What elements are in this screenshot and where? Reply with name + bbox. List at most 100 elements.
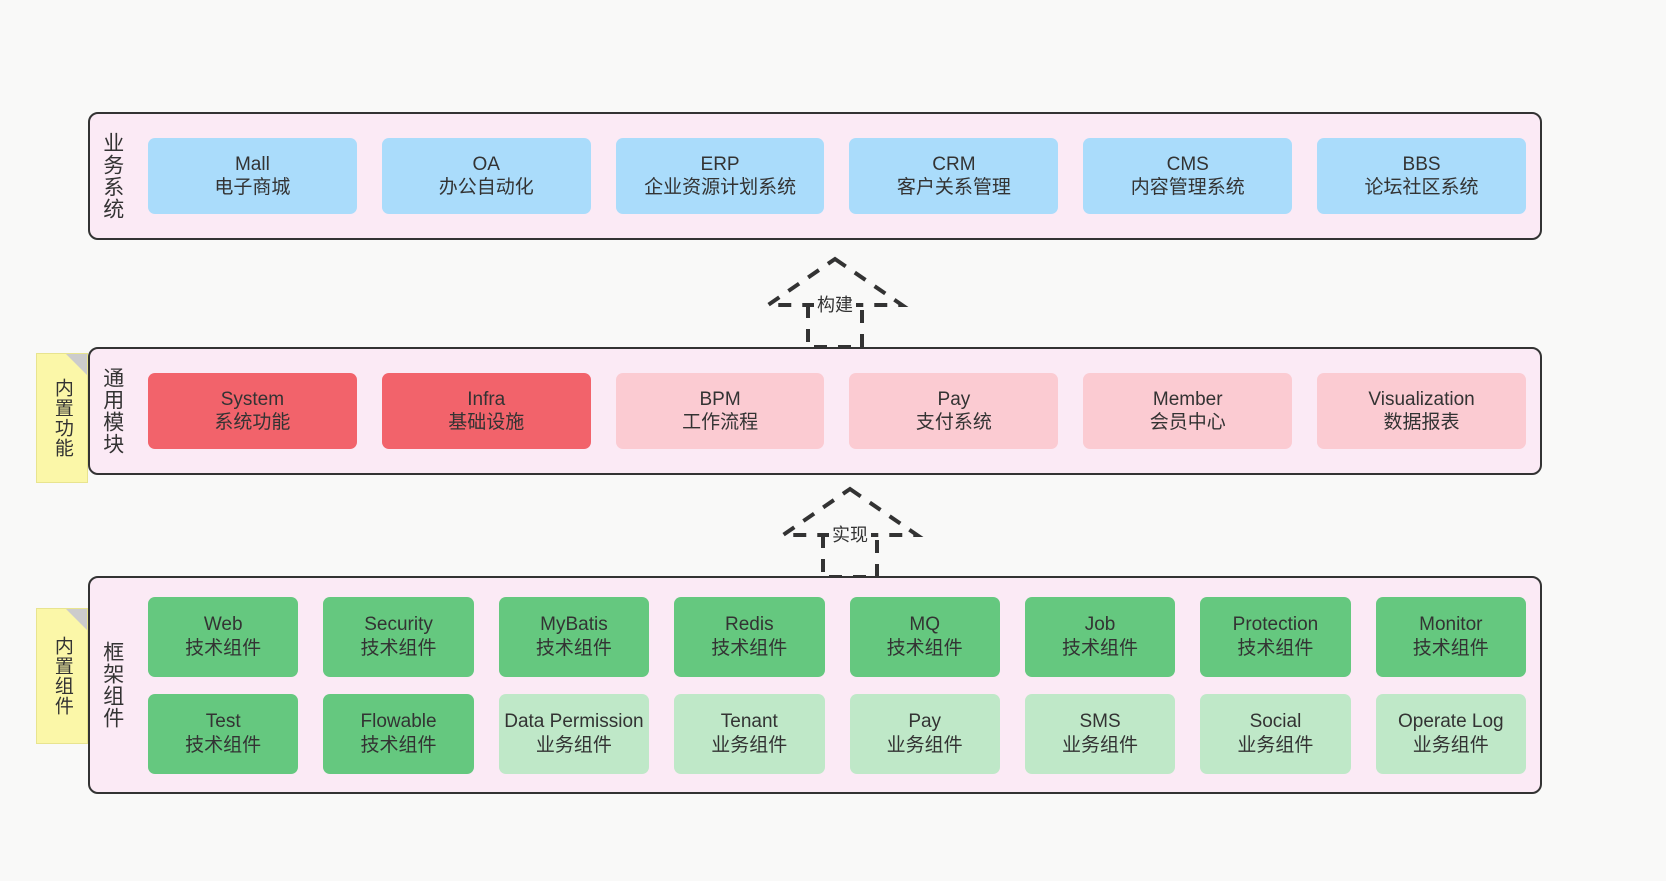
card-system-cn: 系统功能: [214, 412, 291, 433]
framework-component-layer: 框架组件 Web 技术组件 Security 技术组件 MyBatis 技术组件…: [88, 576, 1542, 794]
card-data-permission-en: Data Permission: [504, 711, 644, 733]
card-mq[interactable]: MQ 技术组件: [849, 596, 1000, 677]
card-crm[interactable]: CRM 客户关系管理: [849, 138, 1059, 214]
card-job[interactable]: Job 技术组件: [1024, 596, 1176, 677]
sticky-note-builtin-component: 内置组件: [36, 608, 88, 744]
card-oa-cn: 办公自动化: [438, 177, 534, 198]
card-flowable-en: Flowable: [360, 711, 437, 733]
card-cms[interactable]: CMS 内容管理系统: [1083, 138, 1293, 214]
card-data-permission-cn: 业务组件: [535, 734, 612, 756]
connector-implement: 实现: [775, 483, 925, 579]
card-job-en: Job: [1084, 614, 1116, 636]
card-erp-en: ERP: [700, 153, 740, 175]
card-test-en: Test: [205, 711, 241, 733]
business-layer-title: 业务系统: [100, 132, 124, 220]
card-visualization-en: Visualization: [1368, 388, 1475, 410]
card-operate-log[interactable]: Operate Log 业务组件: [1375, 693, 1526, 774]
card-operate-log-en: Operate Log: [1397, 711, 1504, 733]
card-monitor[interactable]: Monitor 技术组件: [1375, 596, 1526, 677]
card-flowable-cn: 技术组件: [360, 734, 437, 756]
card-operate-log-cn: 业务组件: [1412, 734, 1489, 756]
card-pay-module-en: Pay: [937, 388, 971, 410]
card-crm-en: CRM: [932, 153, 976, 175]
card-oa[interactable]: OA 办公自动化: [381, 138, 591, 214]
framework-card-row-2: Test 技术组件 Flowable 技术组件 Data Permission …: [148, 693, 1526, 774]
card-social-en: Social: [1249, 711, 1302, 733]
card-mall-en: Mall: [234, 153, 270, 175]
card-pay-component-en: Pay: [908, 711, 942, 733]
card-erp-cn: 企业资源计划系统: [644, 177, 797, 198]
card-pay-component[interactable]: Pay 业务组件: [849, 693, 1000, 774]
card-mq-en: MQ: [909, 614, 940, 636]
card-protection-en: Protection: [1232, 614, 1319, 636]
module-layer-title: 通用模块: [100, 367, 124, 455]
card-job-cn: 技术组件: [1062, 637, 1139, 659]
card-mybatis-cn: 技术组件: [535, 637, 612, 659]
card-mybatis[interactable]: MyBatis 技术组件: [498, 596, 650, 677]
card-monitor-en: Monitor: [1419, 614, 1483, 636]
card-bpm[interactable]: BPM 工作流程: [615, 373, 825, 449]
card-pay-module-cn: 支付系统: [915, 412, 992, 433]
card-cms-en: CMS: [1166, 153, 1209, 175]
card-redis[interactable]: Redis 技术组件: [674, 596, 825, 677]
card-web[interactable]: Web 技术组件: [148, 596, 299, 677]
card-sms-en: SMS: [1079, 711, 1121, 733]
card-web-cn: 技术组件: [185, 637, 262, 659]
card-mall[interactable]: Mall 电子商城: [148, 138, 357, 214]
card-data-permission[interactable]: Data Permission 业务组件: [498, 693, 650, 774]
card-sms-cn: 业务组件: [1062, 734, 1139, 756]
card-pay-module[interactable]: Pay 支付系统: [849, 373, 1059, 449]
card-redis-cn: 技术组件: [711, 637, 788, 659]
card-member[interactable]: Member 会员中心: [1083, 373, 1293, 449]
framework-layer-body: Web 技术组件 Security 技术组件 MyBatis 技术组件 Redi…: [134, 578, 1540, 792]
card-test-cn: 技术组件: [185, 734, 262, 756]
card-visualization-cn: 数据报表: [1383, 412, 1460, 433]
framework-card-row-1: Web 技术组件 Security 技术组件 MyBatis 技术组件 Redi…: [148, 596, 1526, 677]
card-system-en: System: [220, 388, 285, 410]
card-system[interactable]: System 系统功能: [148, 373, 357, 449]
card-sms[interactable]: SMS 业务组件: [1024, 693, 1176, 774]
card-member-cn: 会员中心: [1149, 412, 1226, 433]
business-card-row: Mall 电子商城 OA 办公自动化 ERP 企业资源计划系统 CRM 客户关系…: [148, 138, 1526, 214]
framework-layer-title: 框架组件: [100, 641, 124, 729]
card-tenant[interactable]: Tenant 业务组件: [674, 693, 825, 774]
card-oa-en: OA: [472, 153, 500, 175]
card-security[interactable]: Security 技术组件: [323, 596, 474, 677]
card-mybatis-en: MyBatis: [540, 614, 608, 636]
module-card-row: System 系统功能 Infra 基础设施 BPM 工作流程 Pay 支付系统…: [148, 373, 1526, 449]
sticky-note-builtin-function: 内置功能: [36, 353, 88, 483]
business-layer-body: Mall 电子商城 OA 办公自动化 ERP 企业资源计划系统 CRM 客户关系…: [134, 114, 1540, 238]
card-monitor-cn: 技术组件: [1412, 637, 1489, 659]
card-pay-component-cn: 业务组件: [886, 734, 963, 756]
card-bbs[interactable]: BBS 论坛社区系统: [1317, 138, 1526, 214]
card-protection[interactable]: Protection 技术组件: [1200, 596, 1351, 677]
card-security-en: Security: [364, 614, 433, 636]
module-layer-body: System 系统功能 Infra 基础设施 BPM 工作流程 Pay 支付系统…: [134, 349, 1540, 473]
card-bpm-en: BPM: [699, 388, 741, 410]
card-security-cn: 技术组件: [360, 637, 437, 659]
card-social-cn: 业务组件: [1237, 734, 1314, 756]
card-bbs-en: BBS: [1402, 153, 1441, 175]
connector-build-label: 构建: [814, 291, 856, 317]
card-cms-cn: 内容管理系统: [1130, 177, 1245, 198]
card-bpm-cn: 工作流程: [682, 412, 759, 433]
card-member-en: Member: [1152, 388, 1223, 410]
card-flowable[interactable]: Flowable 技术组件: [323, 693, 474, 774]
card-infra-en: Infra: [467, 388, 506, 410]
card-infra-cn: 基础设施: [448, 412, 525, 433]
connector-implement-label: 实现: [829, 521, 871, 547]
card-infra[interactable]: Infra 基础设施: [381, 373, 591, 449]
connector-build: 构建: [760, 253, 910, 349]
business-system-layer: 业务系统 Mall 电子商城 OA 办公自动化 ERP 企业资源计划系统 CRM…: [88, 112, 1542, 240]
card-mall-cn: 电子商城: [214, 177, 291, 198]
card-visualization[interactable]: Visualization 数据报表: [1317, 373, 1526, 449]
card-social[interactable]: Social 业务组件: [1200, 693, 1351, 774]
card-protection-cn: 技术组件: [1237, 637, 1314, 659]
card-crm-cn: 客户关系管理: [896, 177, 1011, 198]
card-test[interactable]: Test 技术组件: [148, 693, 299, 774]
card-erp[interactable]: ERP 企业资源计划系统: [615, 138, 825, 214]
card-mq-cn: 技术组件: [886, 637, 963, 659]
common-module-layer: 通用模块 System 系统功能 Infra 基础设施 BPM 工作流程 Pay…: [88, 347, 1542, 475]
card-tenant-en: Tenant: [720, 711, 778, 733]
card-tenant-cn: 业务组件: [711, 734, 788, 756]
